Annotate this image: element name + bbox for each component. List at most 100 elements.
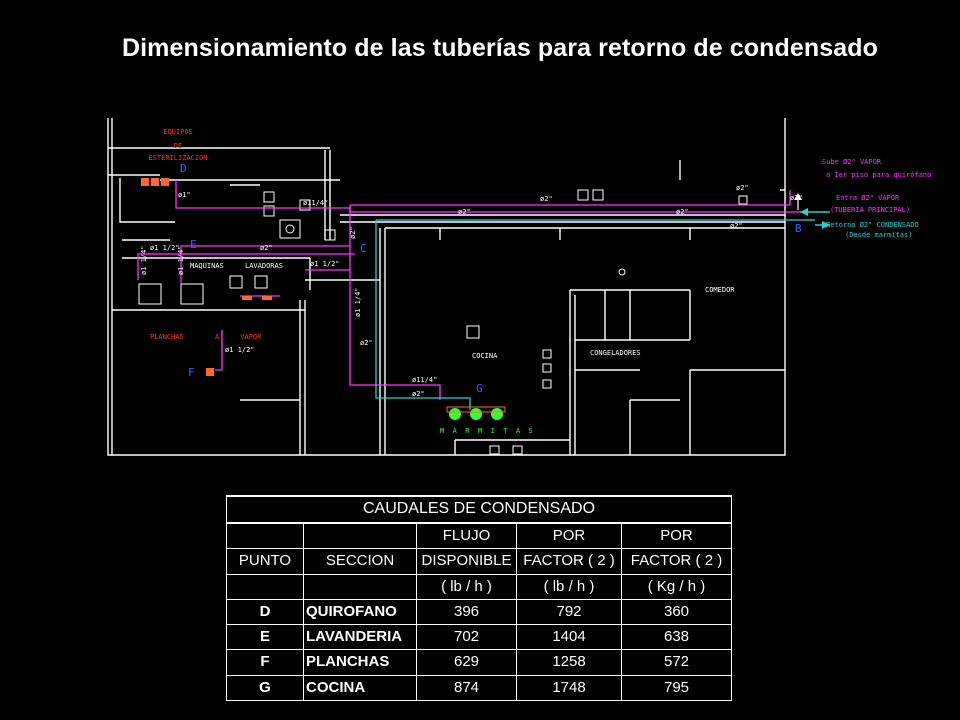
- pipe-label: ø2": [260, 244, 273, 252]
- pipe-label: ø1": [178, 191, 191, 199]
- label-maquinas: MAQUINAS: [190, 262, 224, 270]
- cell-punto: E: [226, 624, 304, 651]
- red-equipment: [141, 178, 272, 376]
- label-cocina: COCINA: [472, 352, 498, 360]
- table-row: D QUIROFANO 396 792 360: [226, 598, 732, 626]
- cell-value: 792: [516, 598, 622, 626]
- label-marmitas: M A R M I T A S: [440, 427, 533, 435]
- cell-value: 360: [621, 598, 732, 626]
- note-retorno: Retorno Ø2" CONDENSADO: [826, 221, 919, 229]
- header-cell: [226, 573, 304, 600]
- label-comedor: COMEDOR: [705, 286, 735, 294]
- pipe-label: ø2": [349, 226, 357, 239]
- table-spacer-row: [226, 494, 732, 498]
- point-labels: D E F G C B: [180, 162, 802, 395]
- arrows: [794, 193, 830, 229]
- pipe-label: ø2": [412, 390, 425, 398]
- header-cell: POR: [621, 522, 732, 550]
- plan-labels: EQUIPOS DE ESTERILIZACION MAQUINAS LAVAD…: [148, 128, 735, 435]
- point-g: G: [476, 382, 483, 395]
- pipe-label: ø1 1/2": [310, 260, 340, 268]
- cell-value: 1258: [516, 649, 622, 676]
- label-a-vapor: A VAPOR: [215, 333, 262, 341]
- header-cell: PUNTO: [226, 548, 304, 575]
- cell-value: 629: [416, 649, 517, 676]
- cell-seccion: PLANCHAS: [303, 649, 417, 676]
- cell-value: 874: [416, 674, 517, 702]
- point-d: D: [180, 162, 187, 175]
- point-e: E: [190, 238, 197, 251]
- note-retorno-2: (Desde marmitas): [845, 231, 912, 239]
- table-caption: CAUDALES DE CONDENSADO: [226, 496, 732, 523]
- pipe-label: ø2": [360, 339, 373, 347]
- label-equipos-3: ESTERILIZACION: [148, 154, 207, 162]
- table-spacer-row: [226, 521, 732, 525]
- pipe-label: ø1 1/4": [354, 287, 362, 317]
- cell-value: 1748: [516, 674, 622, 702]
- label-equipos-1: EQUIPOS: [163, 128, 193, 136]
- equipment-boxes: [138, 189, 748, 455]
- pipe-label: ø1 1/2": [150, 244, 180, 252]
- marmitas-vessels: [449, 408, 503, 420]
- header-cell: [226, 522, 304, 550]
- table-row: F PLANCHAS 629 1258 572: [226, 649, 732, 676]
- label-lavadoras: LAVADORAS: [245, 262, 283, 270]
- header-cell: ( lb / h ): [416, 573, 517, 600]
- pipe-label: ø2": [730, 222, 743, 230]
- cell-value: 396: [416, 598, 517, 626]
- cell-punto: D: [226, 598, 304, 626]
- condensate-pipes: [375, 219, 815, 410]
- pipe-label: ø2": [458, 208, 471, 216]
- cell-value: 638: [621, 624, 732, 651]
- pipe-label: ø2": [676, 208, 689, 216]
- page-title: Dimensionamiento de las tuberías para re…: [121, 34, 879, 62]
- point-b: B: [795, 222, 802, 235]
- header-cell: POR: [516, 522, 622, 550]
- floor-plan-diagram: EQUIPOS DE ESTERILIZACION MAQUINAS LAVAD…: [107, 118, 931, 456]
- cell-value: 572: [621, 649, 732, 676]
- header-cell: [303, 573, 417, 600]
- pipe-label: ø1 1/4": [140, 245, 148, 275]
- pipe-label: ø11/4": [303, 199, 328, 207]
- condensate-flow-table: CAUDALES DE CONDENSADO FLUJO POR POR PUN…: [226, 494, 732, 702]
- cell-punto: G: [226, 674, 304, 702]
- pipe-size-labels: ø1" ø11/4" ø2" ø2" ø2" ø2" ø1 1/2" ø2" ø…: [140, 184, 803, 398]
- vapor-pipes: [137, 180, 800, 400]
- header-cell: ( lb / h ): [516, 573, 622, 600]
- cell-value: 702: [416, 624, 517, 651]
- note-sube-2: a 1er piso para quirófano: [826, 171, 931, 179]
- header-cell: [303, 522, 417, 550]
- right-notes-condensate: Retorno Ø2" CONDENSADO (Desde marmitas): [826, 221, 919, 239]
- label-planchas: PLANCHAS: [150, 333, 184, 341]
- right-notes: Sube Ø2" VAPOR a 1er piso para quirófano…: [822, 158, 931, 214]
- cell-punto: F: [226, 649, 304, 676]
- pipe-label: ø2": [736, 184, 749, 192]
- pipe-label: ø2": [540, 195, 553, 203]
- pipe-label: ø1 1/4": [177, 245, 185, 275]
- header-cell: FLUJO: [416, 522, 517, 550]
- cell-seccion: COCINA: [303, 674, 417, 702]
- table-row: E LAVANDERIA 702 1404 638: [226, 624, 732, 651]
- note-sube: Sube Ø2" VAPOR: [822, 158, 882, 166]
- point-c: C: [360, 242, 367, 255]
- cell-seccion: QUIROFANO: [303, 598, 417, 626]
- note-entra-2: (TUBERIA PRINCIPAL): [830, 206, 910, 214]
- cell-value: 795: [621, 674, 732, 702]
- plan-walls: [107, 118, 786, 456]
- table-caption-row: CAUDALES DE CONDENSADO: [226, 496, 732, 523]
- header-cell: SECCION: [303, 548, 417, 575]
- note-entra: Entra Ø2" VAPOR: [836, 194, 900, 202]
- label-equipos-2: DE: [174, 142, 182, 150]
- table-header-row-3: ( lb / h ) ( lb / h ) ( Kg / h ): [226, 573, 732, 600]
- table-row: G COCINA 874 1748 795: [226, 674, 732, 702]
- header-cell: FACTOR ( 2 ): [621, 548, 732, 575]
- table-header-row-1: FLUJO POR POR: [226, 522, 732, 550]
- label-congeladores: CONGELADORES: [590, 349, 641, 357]
- pipe-label: ø11/4": [412, 376, 437, 384]
- header-cell: FACTOR ( 2 ): [516, 548, 622, 575]
- header-cell: ( Kg / h ): [621, 573, 732, 600]
- table-header-row-2: PUNTO SECCION DISPONIBLE FACTOR ( 2 ) FA…: [226, 548, 732, 575]
- cell-value: 1404: [516, 624, 622, 651]
- header-cell: DISPONIBLE: [416, 548, 517, 575]
- pipe-label: ø2": [790, 194, 803, 202]
